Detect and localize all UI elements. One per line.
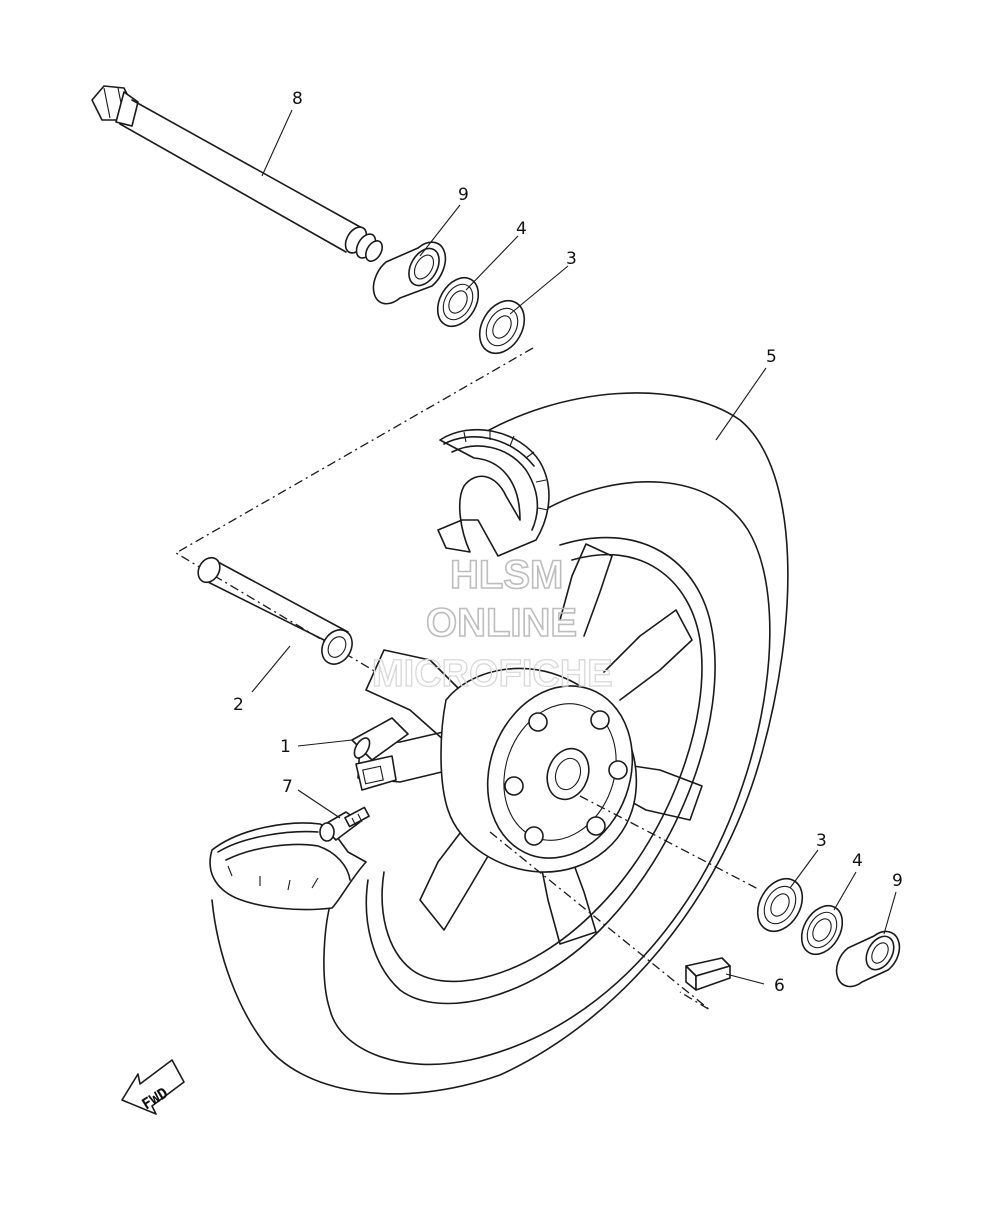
watermark-line-3: MICROFICHE: [372, 653, 613, 695]
tire-valve[interactable]: [319, 806, 370, 842]
balance-weight-guide-line: [489, 831, 711, 1011]
bearing-upper[interactable]: [471, 293, 534, 361]
leader-lines: [251, 109, 897, 985]
callout-4-lower: 4: [852, 851, 863, 871]
assembly-axis-line-upper: [174, 347, 534, 673]
callout-9-upper: 9: [458, 185, 469, 205]
watermark-line-2: ONLINE: [426, 601, 577, 645]
balance-weight[interactable]: [685, 957, 731, 991]
fwd-direction-indicator: FWD: [121, 1059, 185, 1115]
callout-3-lower: 3: [816, 831, 827, 851]
callout-1: 1: [280, 737, 291, 757]
tire[interactable]: [209, 392, 789, 1095]
bearing-lower[interactable]: [749, 871, 812, 939]
callout-4-upper: 4: [516, 219, 527, 239]
arrow-left-icon: [121, 1059, 185, 1115]
cast-wheel[interactable]: [351, 543, 703, 945]
oil-seal-upper[interactable]: [429, 270, 486, 333]
callout-8: 8: [292, 89, 303, 109]
front-axle[interactable]: [91, 85, 386, 264]
callout-6: 6: [774, 976, 785, 996]
watermark-line-1: HLSM: [450, 553, 563, 597]
callout-2: 2: [233, 695, 244, 715]
callout-labels: 8 9 4 3 5 2 1 7 3 4 9 6: [233, 89, 903, 996]
callout-3-upper: 3: [566, 249, 577, 269]
oil-seal-lower[interactable]: [793, 898, 850, 961]
callout-9-lower: 9: [892, 871, 903, 891]
callout-5: 5: [766, 347, 777, 367]
spacer[interactable]: [194, 554, 358, 670]
assembly-axis-line-lower: [579, 795, 761, 891]
collar-upper[interactable]: [372, 241, 447, 305]
watermark: HLSM ONLINE MICROFICHE: [371, 552, 613, 695]
collar-lower[interactable]: [835, 930, 901, 988]
callout-7: 7: [282, 777, 293, 797]
